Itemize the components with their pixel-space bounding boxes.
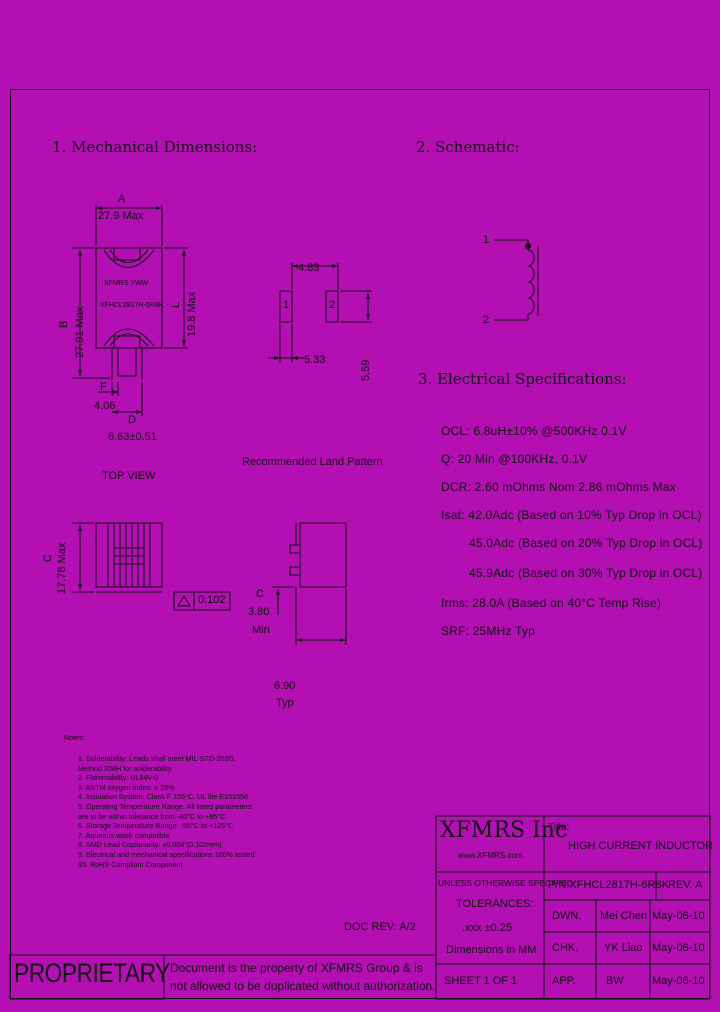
note-item: 7. Aqueous wash compatible xyxy=(78,830,170,840)
dwn-label: DWN. xyxy=(552,910,582,922)
land-dim-2: 5.33 xyxy=(304,354,326,366)
dim-c-label: C xyxy=(42,554,54,562)
proprietary-line-1: Document is the property of XFMRS Group … xyxy=(170,961,423,975)
note-item: Method 208H for solderability. xyxy=(78,763,173,773)
land-dim-3: 5.59 xyxy=(360,359,372,381)
note-item: 6. Storage Temperature Range: -55°C to +… xyxy=(78,821,234,831)
part-number: P/N:XFHCL2817H-6R8K xyxy=(548,879,670,891)
land-pad-2 xyxy=(325,290,339,323)
mechanical-dimensions-heading: 1. Mechanical Dimensions: xyxy=(52,138,258,156)
dim-f-label: F xyxy=(100,381,107,393)
end-dim-c-min: Min xyxy=(252,624,270,636)
app-date: May-06-10 xyxy=(652,975,705,987)
doc-rev: DOC REV: A/2 xyxy=(344,921,416,933)
end-view-body xyxy=(299,522,347,588)
proprietary-label: PROPRIETARY xyxy=(14,958,170,988)
company-name: XFMRS Inc xyxy=(440,818,568,843)
app-label: APP. xyxy=(552,975,576,987)
title-block xyxy=(435,815,711,1000)
dim-a-label: A xyxy=(118,193,126,205)
polarity-dot xyxy=(525,243,531,249)
end-width-value: 6.90 xyxy=(274,680,296,692)
proprietary-line-2: not allowed to be duplicated without aut… xyxy=(170,979,436,993)
spec-isat-20: 45.0Adc (Based on 20% Typ Drop in OCL) xyxy=(469,536,703,550)
top-view-caption: TOP VIEW xyxy=(102,470,156,482)
end-width-typ: Typ xyxy=(276,697,294,709)
note-item: 8. SMD Lead Coplanarity: ±0.004"(0.102mm… xyxy=(78,840,222,850)
dwn-date: May-06-10 xyxy=(652,910,705,922)
notes-list: 1. Solderability: Leads shall meet MIL-S… xyxy=(78,754,255,869)
spec-dcr: DCR: 2.60 mOhms Nom 2.86 mOhms Max xyxy=(441,480,676,494)
dim-l-label: L xyxy=(170,301,182,308)
chk-name: YK Liao xyxy=(604,942,643,954)
title-label: Title: xyxy=(548,822,570,833)
marking-line-2: XFHCL2817H-6R8K xyxy=(100,302,164,309)
drawing-title: HIGH CURRENT INDUCTOR xyxy=(568,840,714,852)
tolerance-line-4: Dimensions in MM xyxy=(446,944,537,956)
land-dim-1: 4.83 xyxy=(298,262,320,274)
electrical-specifications-heading: 3. Electrical Specifications: xyxy=(418,370,627,388)
dim-f-value: 4.06 xyxy=(94,400,116,412)
schematic-pin-2: 2 xyxy=(483,314,490,326)
note-item: 9. Electrical and mechanical specificati… xyxy=(78,849,255,859)
tolerance-line-3: .xxx ±0.25 xyxy=(462,922,513,934)
land-pad-1 xyxy=(279,290,293,323)
land-pad-1-label: 1 xyxy=(283,299,290,311)
sheet-number: SHEET 1 OF 1 xyxy=(444,975,518,987)
end-dim-c-value: 3.80 xyxy=(248,606,270,618)
end-dim-c-label: C xyxy=(256,588,264,600)
company-website: www.XFMRS.com xyxy=(458,851,523,860)
dim-a-value: 27.9 Max xyxy=(98,210,144,222)
note-item: 3. ASTM oxygen index: > 28% xyxy=(78,782,175,792)
schematic-pin-1: 1 xyxy=(483,234,490,246)
bottom-terminal-arc xyxy=(103,328,155,347)
land-pad-2-label: 2 xyxy=(329,299,336,311)
dim-d-value: 6.63±0.51 xyxy=(108,431,157,443)
revision: REV. A xyxy=(668,879,703,891)
spec-ocl: OCL: 6.8uH±10% @500KHz 0.1V xyxy=(441,424,627,438)
dim-l-value: 19.8 Max xyxy=(186,291,198,337)
note-item: 5. Operating Temperature Range: All list… xyxy=(78,801,252,811)
tolerance-line-1: UNLESS OTHERWISE SPECIFIED xyxy=(438,878,573,888)
chk-date: May-06-10 xyxy=(652,942,705,954)
tolerance-line-2: TOLERANCES: xyxy=(456,898,534,910)
notes-title: Notes: xyxy=(64,733,85,742)
note-item: are to be within tolerance from -40°C to… xyxy=(78,811,226,821)
coplanarity-box xyxy=(173,591,231,611)
spec-q: Q: 20 Min @100KHz, 0.1V xyxy=(441,452,588,466)
inductor-coil xyxy=(527,249,535,315)
marking-line-1: XFMRS YWW xyxy=(104,280,149,287)
note-item: 4. Insulation System: Class F 155°C, UL … xyxy=(78,792,249,802)
top-terminal-arc xyxy=(103,249,155,268)
spec-srf: SRF: 25MHz Typ xyxy=(441,624,535,638)
side-view-body xyxy=(95,522,163,588)
chk-label: CHK. xyxy=(552,942,579,954)
coplanarity-value: 0.102 xyxy=(198,594,226,606)
drawing-frame xyxy=(10,89,710,999)
spec-isat-30: 45.9Adc (Based on 30% Typ Drop in OCL) xyxy=(469,566,703,580)
note-item: 10. RoHS Compliant Component xyxy=(78,859,183,869)
land-pattern-caption: Recommended Land Pattern xyxy=(242,456,383,468)
dim-d-label: D xyxy=(128,414,136,426)
note-item: 2. Flammability: UL94V-0 xyxy=(78,773,159,783)
note-item: 1. Solderability: Leads shall meet MIL-S… xyxy=(78,754,237,763)
app-name: BW xyxy=(606,975,624,987)
top-view-body xyxy=(95,247,163,349)
schematic-heading: 2. Schematic: xyxy=(416,138,520,156)
spec-isat-10: Isat: 42.0Adc (Based on 10% Typ Drop in … xyxy=(441,508,702,522)
dwn-name: Mei Chen xyxy=(600,910,648,922)
dim-b-label: B xyxy=(58,320,70,328)
dim-c-value: 17.78 Max xyxy=(56,542,68,594)
spec-irms: Irms: 28.0A (Based on 40°C Temp Rise) xyxy=(441,596,662,610)
dim-b-value: 27.91 Max xyxy=(74,306,86,358)
